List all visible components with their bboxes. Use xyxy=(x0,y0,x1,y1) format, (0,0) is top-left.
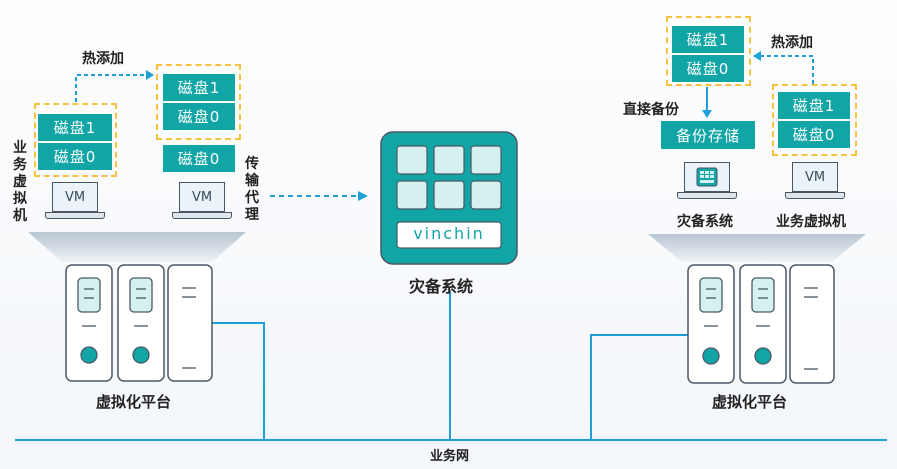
center-system-link xyxy=(449,290,451,440)
right-hot-add-label: 热添加 xyxy=(771,35,813,51)
right-disk0[interactable]: 磁盘0 xyxy=(672,55,744,82)
center-system-label: 灾备系统 xyxy=(409,277,474,296)
left-business-vm-base xyxy=(45,212,105,219)
left-business-vm-monitor[interactable]: VM xyxy=(52,182,98,212)
left-proxy-disk0[interactable]: 磁盘0 xyxy=(163,103,235,130)
right-disk1[interactable]: 磁盘1 xyxy=(672,26,744,53)
business-network-line xyxy=(15,439,887,441)
left-business-vm-disks xyxy=(34,103,117,177)
left-platform-link-v xyxy=(263,322,265,440)
direct-backup-label: 直接备份 xyxy=(623,102,679,118)
right-vm-disk1[interactable]: 磁盘1 xyxy=(778,92,850,119)
right-platform-link-v xyxy=(590,334,592,440)
right-business-vm-disks xyxy=(772,84,857,156)
right-dr-system-base xyxy=(677,192,737,199)
grid-icon xyxy=(696,167,718,187)
left-proxy-vm-monitor[interactable]: VM xyxy=(179,182,225,212)
vinchin-brand: vinchin xyxy=(413,224,485,243)
left-disk1[interactable]: 磁盘1 xyxy=(38,114,112,141)
backup-storage[interactable]: 备份存储 xyxy=(661,121,755,149)
left-transfer-proxy-label: 传输代理 xyxy=(245,156,259,223)
left-proxy-disk1[interactable]: 磁盘1 xyxy=(163,74,235,101)
left-platform-link-h xyxy=(212,322,264,324)
left-disk0[interactable]: 磁盘0 xyxy=(38,143,112,170)
right-dr-system-monitor[interactable] xyxy=(684,162,730,192)
left-proxy-disk0-own[interactable]: 磁盘0 xyxy=(163,145,235,172)
right-business-vm-label: 业务虚拟机 xyxy=(776,214,846,230)
network-label: 业务网 xyxy=(430,449,470,464)
left-business-vm-label: 业务虚拟机 xyxy=(13,140,27,224)
left-proxy-vm-base xyxy=(172,212,232,219)
left-proxy-hotadd-disks xyxy=(156,64,241,140)
left-platform-label: 虚拟化平台 xyxy=(96,393,172,411)
right-business-vm-base xyxy=(785,192,845,199)
right-dr-system-label: 灾备系统 xyxy=(677,214,733,230)
right-platform-link-h xyxy=(590,334,690,336)
right-business-vm-monitor[interactable]: VM xyxy=(792,162,838,192)
right-dr-disks xyxy=(666,16,751,86)
right-vm-disk0[interactable]: 磁盘0 xyxy=(778,121,850,148)
right-platform-label: 虚拟化平台 xyxy=(712,393,788,411)
left-hot-add-label: 热添加 xyxy=(82,51,124,67)
